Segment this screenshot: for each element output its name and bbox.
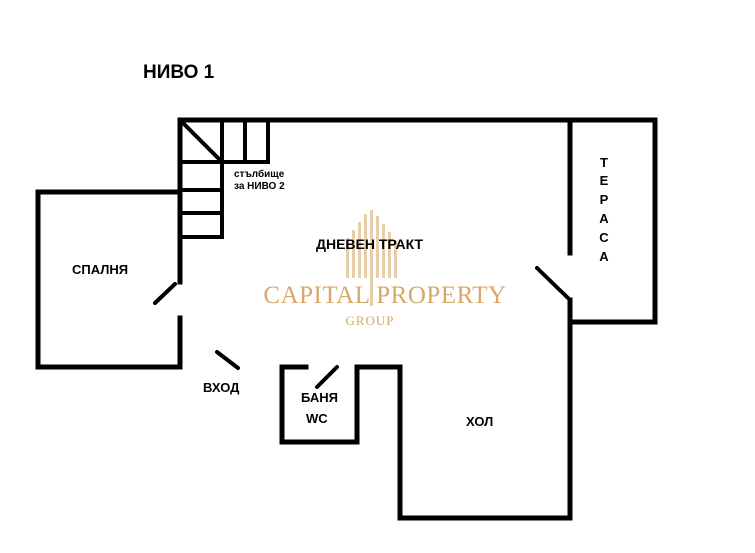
terrace-letter: А	[599, 249, 609, 264]
entrance-label: ВХОД	[203, 380, 240, 395]
bath-label-line2: WC	[306, 411, 328, 426]
terrace-door	[535, 266, 570, 300]
watermark-sub: GROUP	[345, 313, 394, 328]
bath-label-line1: БАНЯ	[301, 390, 338, 405]
bedroom-door	[153, 282, 177, 305]
level-title: НИВО 1	[143, 62, 215, 83]
watermark-skyline-bars	[346, 210, 397, 306]
terrace-label: Т Е Р А С А	[599, 155, 609, 264]
hall-label: ХОЛ	[466, 414, 493, 429]
bedroom-label: СПАЛНЯ	[72, 262, 128, 277]
terrace-letter: Е	[600, 173, 609, 188]
entrance-door	[215, 350, 240, 370]
doors	[153, 266, 570, 389]
terrace-letter: Р	[600, 192, 609, 207]
watermark-brand: CAPITAL PROPERTY	[263, 282, 506, 309]
terrace-letter: С	[599, 230, 609, 245]
bath-door	[315, 365, 339, 389]
staircase	[178, 118, 270, 239]
terrace-letter: Т	[600, 155, 608, 170]
watermark: CAPITAL PROPERTY GROUP	[263, 210, 506, 328]
terrace-letter: А	[599, 211, 609, 226]
stairs-note-line2: за НИВО 2	[234, 181, 285, 192]
stairs-note-line1: стълбище	[234, 168, 285, 180]
walls	[35, 117, 658, 521]
living-room-label: ДНЕВЕН ТРАКТ	[316, 236, 424, 252]
